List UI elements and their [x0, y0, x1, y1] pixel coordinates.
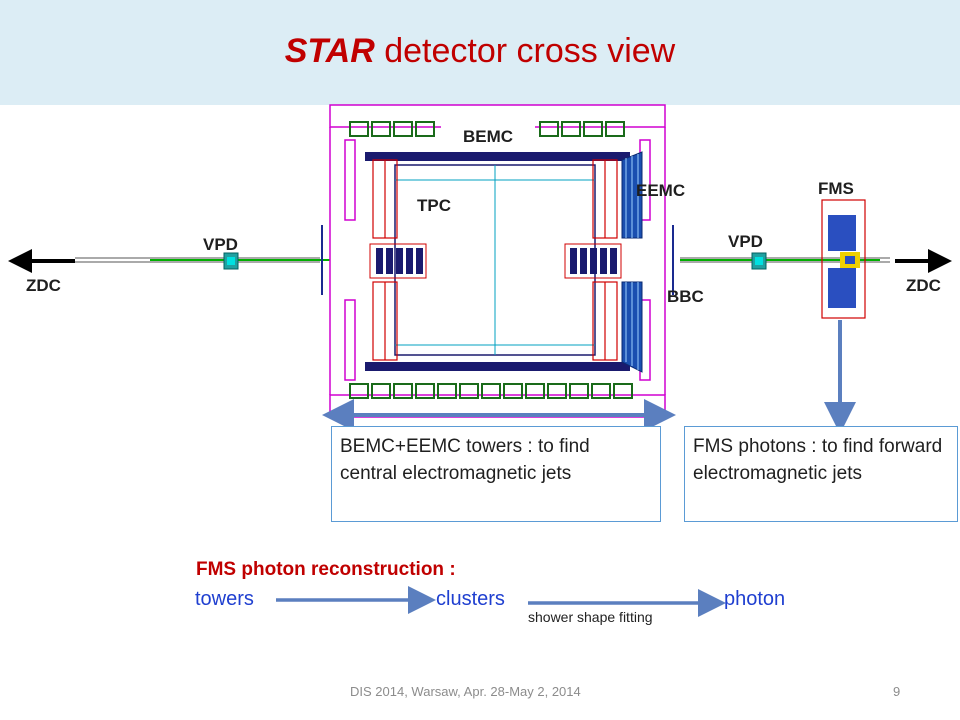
tpc-sectors-left: [372, 159, 398, 361]
inner-modules-left: [369, 243, 427, 279]
bemc-towers-bottom: [349, 383, 633, 399]
label-bemc: BEMC: [441, 124, 535, 150]
page-number: 9: [893, 684, 901, 699]
label-vpd-left: VPD: [203, 235, 238, 254]
vpd-right-module: [751, 252, 767, 270]
flow-step-photon: photon: [724, 588, 786, 610]
label-tpc: TPC: [417, 196, 451, 215]
slide-title: STAR detector cross view: [0, 32, 960, 71]
forward-jets-text: FMS photons : to find forward electromag…: [693, 436, 943, 484]
title-rest: detector cross view: [384, 32, 676, 70]
bemc-towers-top: [349, 121, 625, 137]
flow-method-label: shower shape fitting: [528, 609, 653, 625]
flow-step-towers: towers: [195, 588, 254, 610]
reconstruction-title: FMS photon reconstruction :: [196, 559, 456, 580]
footer-text: DIS 2014, Warsaw, Apr. 28-May 2, 2014: [350, 684, 581, 699]
central-jets-box: BEMC+EEMC towers : to find central elect…: [331, 426, 661, 522]
label-eemc: EEMC: [636, 181, 686, 200]
central-jets-text: BEMC+EEMC towers : to find central elect…: [340, 436, 590, 484]
bemc-bar-bottom: [365, 362, 630, 371]
beam-line: [75, 257, 890, 263]
label-zdc-right: ZDC: [906, 276, 941, 295]
tpc-volume: [394, 164, 596, 356]
inner-modules-right: [564, 243, 622, 279]
header-band: [0, 0, 960, 105]
fms-detector: [821, 199, 866, 319]
label-zdc-left: ZDC: [26, 276, 61, 295]
bemc-bar-top: [365, 152, 630, 161]
forward-jets-box: FMS photons : to find forward electromag…: [684, 426, 958, 522]
tpc-sectors-right: [592, 159, 618, 361]
label-vpd-right: VPD: [728, 232, 763, 251]
vpd-left-module: [223, 252, 239, 270]
eemc-wedge: [621, 151, 643, 373]
label-bbc: BBC: [667, 287, 704, 306]
flow-step-clusters: clusters: [436, 588, 505, 610]
title-star: STAR: [284, 32, 375, 70]
label-fms: FMS: [818, 179, 854, 198]
